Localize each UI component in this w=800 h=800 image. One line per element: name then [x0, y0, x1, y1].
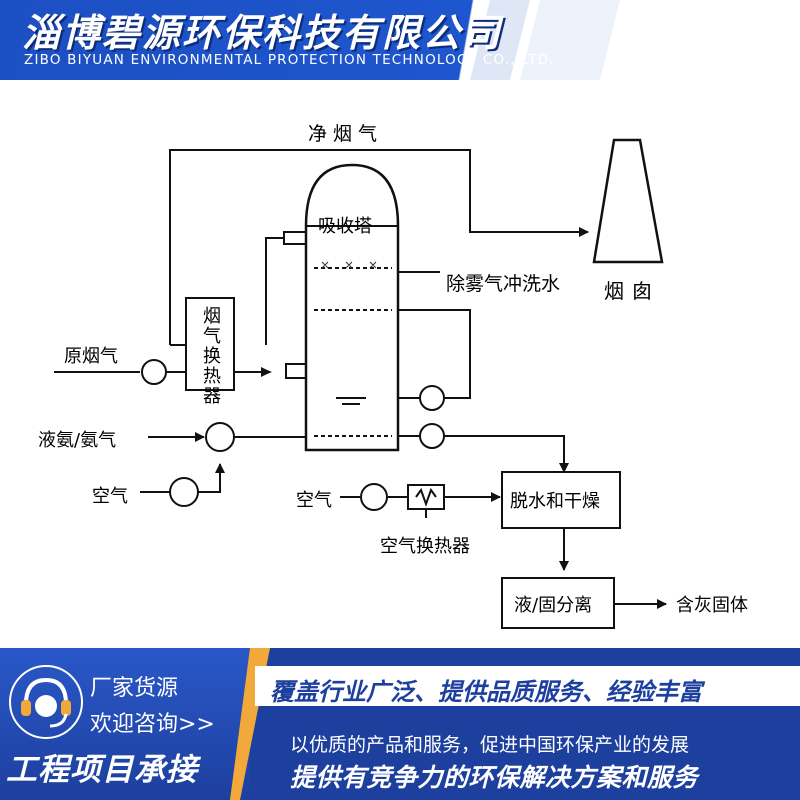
- company-name-en: ZIBO BIYUAN ENVIRONMENTAL PROTECTION TEC…: [24, 52, 555, 68]
- slogan-text: 覆盖行业广泛、提供品质服务、经验丰富: [270, 678, 702, 706]
- header-background: [0, 0, 800, 80]
- gas-heat-exchanger-char-4: 热: [203, 366, 221, 387]
- process-diagram: 净烟气 烟囱 吸收塔 除雾气冲洗水 烟 气 换 热 器 原烟气 液氨/氨气 空气…: [38, 123, 748, 629]
- mist-wash-label: 除雾气冲洗水: [446, 273, 560, 295]
- ammonia-mixer: [205, 422, 235, 452]
- header-banner: 淄博碧源环保科技有限公司 ZIBO BIYUAN ENVIRONMENTAL P…: [0, 0, 800, 80]
- dewater-dry-label: 脱水和干燥: [510, 491, 600, 512]
- headset-icon: [9, 665, 83, 739]
- dewater-dry-box: [501, 471, 621, 529]
- air-label-1: 空气: [92, 486, 128, 507]
- circulation-pump-1: [419, 385, 445, 411]
- ammonia-label: 液氨/氨气: [38, 430, 116, 451]
- separation-label: 液/固分离: [514, 595, 592, 616]
- chimney-label: 烟囱: [604, 279, 660, 303]
- air-heat-exchanger-label: 空气换热器: [380, 536, 470, 557]
- air-label-2: 空气: [296, 490, 332, 511]
- clean-gas-label: 净烟气: [308, 123, 383, 145]
- clean-gas-line: [169, 149, 589, 345]
- gas-heat-exchanger-char-5: 器: [203, 386, 221, 407]
- chimney-shape: [592, 138, 664, 264]
- footer-left-panel: [0, 648, 250, 800]
- footer-line-3: 提供有竞争力的环保解决方案和服务: [290, 763, 699, 792]
- circulation-pump-2: [419, 423, 445, 449]
- contact-line-2[interactable]: 欢迎咨询>>: [90, 712, 215, 737]
- footer-banner: 厂家货源 欢迎咨询>> 工程项目承接 覆盖行业广泛、提供品质服务、经验丰富 以优…: [0, 648, 800, 800]
- raw-gas-label: 原烟气: [64, 346, 118, 367]
- slogan-box: [255, 666, 800, 706]
- absorber-label: 吸收塔: [318, 216, 372, 237]
- gas-heat-exchanger-char-1: 烟: [203, 306, 221, 327]
- gas-heat-exchanger-char-2: 气: [203, 326, 221, 347]
- raw-gas-fan: [141, 359, 167, 385]
- footer-line-2: 以优质的产品和服务，促进中国环保产业的发展: [290, 734, 690, 756]
- gas-heat-exchanger-char-3: 换: [203, 346, 221, 367]
- contact-line-1: 厂家货源: [90, 676, 179, 701]
- header-decoration: [470, 0, 620, 80]
- air-fan-2: [360, 483, 388, 511]
- absorber-outlet: [283, 231, 306, 245]
- project-title: 工程项目承接: [6, 752, 198, 788]
- air-fan-1: [169, 477, 199, 507]
- company-name-cn: 淄博碧源环保科技有限公司: [22, 11, 503, 55]
- ash-solid-label: 含灰固体: [676, 595, 748, 616]
- absorber-tower: [304, 163, 400, 452]
- mist-eliminator-marks: [321, 261, 377, 269]
